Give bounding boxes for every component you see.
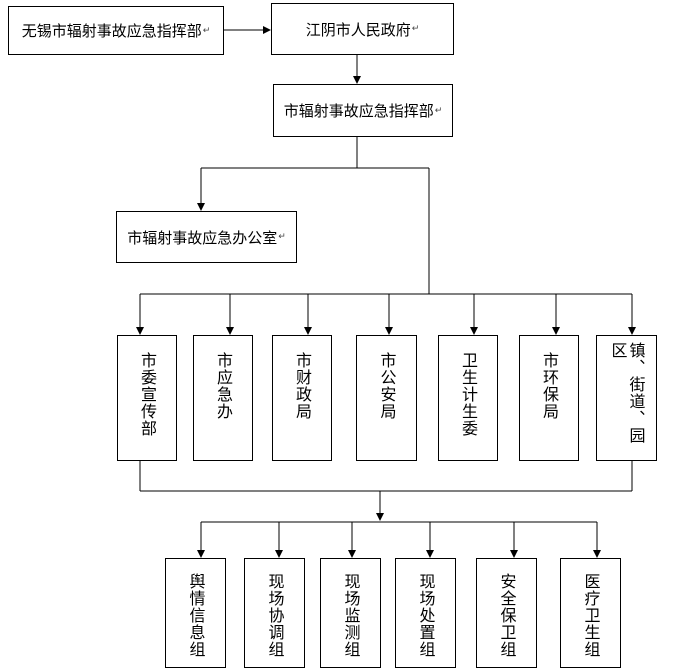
node-wuxi-command-label: 无锡市辐射事故应急指挥部: [21, 22, 202, 40]
node-jiangyin-government-label: 江阴市人民政府: [305, 20, 411, 39]
node-city-command: 市辐射事故应急指挥部↵: [273, 84, 453, 137]
department-label: 市委宣传部: [138, 352, 157, 437]
node-wuxi-command: 无锡市辐射事故应急指挥部↵: [8, 6, 224, 55]
department-label: 市财政局: [293, 352, 312, 420]
group-box: 现场处置组: [395, 558, 456, 668]
department-label: 镇、街道、园区: [608, 342, 646, 444]
group-box: 舆情信息组: [165, 558, 226, 668]
department-box: 市委宣传部: [117, 335, 177, 461]
department-box: 市公安局: [356, 335, 417, 461]
department-label: 卫生计生委: [459, 352, 478, 437]
node-jiangyin-government: 江阴市人民政府↵: [271, 3, 454, 55]
group-label: 现场处置组: [416, 573, 436, 658]
group-box: 现场监测组: [320, 558, 381, 668]
node-emergency-office: 市辐射事故应急办公室↵: [116, 211, 297, 263]
group-label: 现场协调组: [265, 573, 285, 658]
paragraph-mark: ↵: [434, 105, 443, 116]
group-label: 安全保卫组: [497, 573, 517, 658]
department-box: 市环保局: [519, 335, 579, 461]
group-label: 舆情信息组: [186, 573, 206, 658]
paragraph-mark: ↵: [411, 24, 420, 34]
department-box: 市财政局: [272, 335, 332, 461]
department-label: 市应急办: [214, 352, 233, 420]
node-city-command-label: 市辐射事故应急指挥部: [283, 102, 434, 120]
node-emergency-office-label: 市辐射事故应急办公室: [127, 228, 278, 247]
department-box: 镇、街道、园区: [596, 335, 657, 461]
department-label: 市环保局: [540, 352, 559, 420]
group-label: 医疗卫生组: [581, 573, 601, 658]
group-box: 安全保卫组: [476, 558, 537, 668]
paragraph-mark: ↵: [278, 232, 286, 242]
group-label: 现场监测组: [341, 573, 361, 658]
department-box: 卫生计生委: [438, 335, 498, 461]
department-label: 市公安局: [377, 352, 397, 420]
department-box: 市应急办: [193, 335, 253, 461]
group-box: 医疗卫生组: [560, 558, 621, 668]
group-box: 现场协调组: [244, 558, 305, 668]
paragraph-mark: ↵: [202, 25, 211, 36]
